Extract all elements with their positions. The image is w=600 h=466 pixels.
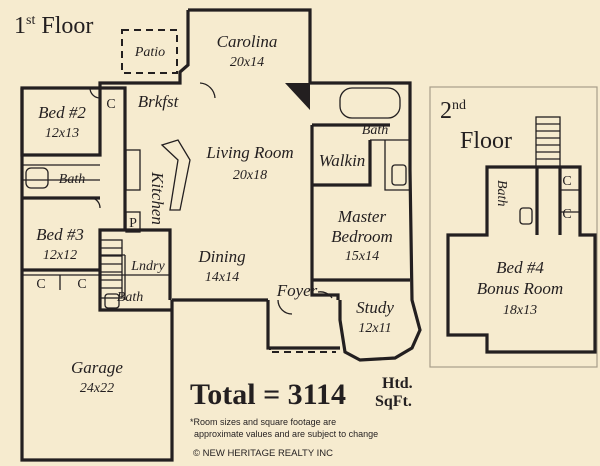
- bed4-size: 18x13: [503, 303, 537, 318]
- patio-outline: [121, 29, 178, 74]
- study-size: 12x11: [358, 321, 391, 336]
- total-unit-sqft: SqFt.: [375, 393, 412, 410]
- closet-label: C: [106, 97, 115, 112]
- carolina-label: Carolina: [217, 32, 278, 51]
- closet-label: C: [562, 207, 571, 222]
- fireplace: [285, 83, 310, 110]
- laundry-label: Lndry: [130, 259, 165, 274]
- foyer-label: Foyer: [276, 281, 318, 300]
- master-label-2: Bedroom: [331, 227, 393, 246]
- master-toilet: [391, 164, 407, 186]
- bed3-label: Bed #3: [36, 225, 84, 244]
- master-tub: [339, 87, 401, 119]
- second-floor-word: Floor: [460, 128, 512, 154]
- bath3-label: Bath: [494, 180, 509, 206]
- disclaimer-line-2: approximate values and are subject to ch…: [194, 429, 378, 439]
- patio-label: Patio: [134, 45, 165, 60]
- second-floor-frame: [429, 86, 598, 368]
- bed4-label-2: Bonus Room: [477, 279, 563, 298]
- second-floor-panel: 2nd Floor: [429, 86, 598, 368]
- living-room-label: Living Room: [205, 143, 293, 162]
- dining-label: Dining: [197, 247, 245, 266]
- kitchen-island: [160, 139, 191, 211]
- bath2-label: Bath: [117, 290, 143, 305]
- bath3-fixture: [104, 293, 120, 309]
- dining-size: 14x14: [205, 270, 239, 285]
- walkin-label: Walkin: [319, 151, 366, 170]
- pantry-box: [125, 211, 141, 233]
- front-porch-outline: [269, 348, 336, 353]
- pantry-label: P: [129, 216, 137, 231]
- master-label-1: Master: [337, 207, 387, 226]
- closet-labels: C C C C C: [36, 97, 571, 292]
- interior-thin-walls: [22, 139, 410, 300]
- living-room-size: 20x18: [233, 168, 267, 183]
- second-floor-walls: [446, 165, 597, 354]
- carolina-size: 20x14: [230, 55, 264, 70]
- first-floor-stairs: [99, 239, 123, 299]
- bed2-label: Bed #2: [38, 103, 86, 122]
- study-label: Study: [356, 298, 394, 317]
- kitchen-counter: [125, 149, 141, 191]
- bed2-size: 12x13: [45, 126, 79, 141]
- bath-fixture-2f: [519, 207, 533, 225]
- master-size: 15x14: [345, 249, 379, 264]
- bed3-size: 12x12: [43, 248, 77, 263]
- disclaimer-line-1: *Room sizes and square footage are: [190, 417, 336, 427]
- right-wall: [338, 169, 422, 362]
- closet-label: C: [36, 277, 45, 292]
- brkfst-label: Brkfst: [138, 92, 180, 111]
- master-bath-label: Bath: [362, 123, 388, 138]
- bed4-label-1: Bed #4: [496, 258, 544, 277]
- second-floor-closet-walls: [560, 189, 580, 213]
- total-sqft: Total = 3114: [190, 378, 346, 411]
- garage-size: 24x22: [80, 381, 114, 396]
- door-swings: [89, 82, 333, 315]
- bath1-tub: [25, 167, 49, 189]
- garage-label: Garage: [71, 358, 123, 377]
- total-unit-htd: Htd.: [382, 375, 413, 392]
- copyright-notice: © NEW HERITAGE REALTY INC: [193, 448, 333, 459]
- closet-label: C: [562, 174, 571, 189]
- second-floor-title: 2nd: [440, 98, 466, 124]
- kitchen-label: Kitchen: [148, 171, 167, 225]
- closet-label: C: [77, 277, 86, 292]
- bath1-label: Bath: [59, 172, 85, 187]
